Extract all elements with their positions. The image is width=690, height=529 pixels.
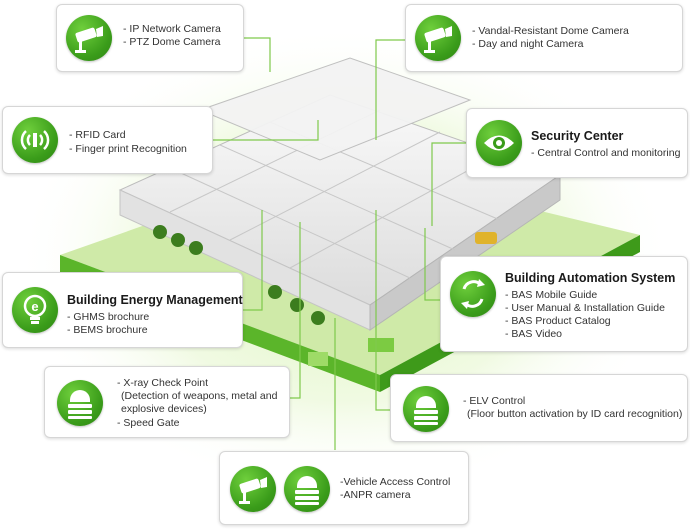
rfid-item: - RFID Card [69,129,126,141]
camera-item: - PTZ Dome Camera [123,36,221,48]
box-title: Security Center [531,129,624,143]
camera-info-box[interactable]: - IP Network Camera - PTZ Dome Camera [56,4,244,72]
rfid-item: - Finger print Recognition [69,143,187,155]
cctv-camera-icon [415,15,461,61]
rfid-signal-icon [12,117,58,163]
camera-item: - Day and night Camera [472,38,584,50]
automation-item: - User Manual & Installation Guide [505,302,665,314]
energy-bulb-icon: e [12,287,58,333]
energy-management-box[interactable]: e Building Energy Management - GHMS broc… [2,272,243,348]
xray-item: (Detection of weapons, metal and explosi… [121,390,278,415]
box-title: Building Energy Management [67,293,243,307]
energy-item: - GHMS brochure [67,311,150,323]
camera-item: - IP Network Camera [123,23,221,35]
xray-item: - Speed Gate [117,417,180,429]
automation-item: - BAS Product Catalog [505,315,611,327]
camera-item: - Vandal-Resistant Dome Camera [472,25,629,37]
vehicle-access-box[interactable]: -Vehicle Access Control -ANPR camera [219,451,469,525]
rfid-info-box[interactable]: - RFID Card - Finger print Recognition [2,106,213,174]
energy-item: - BEMS brochure [67,324,148,336]
vehicle-item: -ANPR camera [340,489,411,501]
automation-system-box[interactable]: Building Automation System - BAS Mobile … [440,256,688,352]
eye-icon [476,120,522,166]
connector-lines [213,37,466,450]
car [475,232,497,244]
elv-control-box[interactable]: - ELV Control (Floor button activation b… [390,374,688,442]
elv-item: - ELV Control [463,395,526,407]
svg-text:e: e [31,299,38,314]
cctv-camera-icon [230,466,276,512]
automation-item: - BAS Mobile Guide [505,289,598,301]
upper-floor [198,57,472,161]
elv-item: (Floor button activation by ID card reco… [467,408,683,420]
gate-icon [57,380,103,426]
security-center-box[interactable]: Security Center - Central Control and mo… [466,108,688,178]
recycle-arrows-icon [450,271,496,317]
gate-icon [284,466,330,512]
xray-item: - X-ray Check Point [117,377,209,389]
security-item: - Central Control and monitoring [531,147,681,159]
camera-info-box[interactable]: - Vandal-Resistant Dome Camera - Day and… [405,4,683,72]
gate-booth [368,338,394,352]
box-title: Building Automation System [505,271,676,285]
gate-booth [308,352,328,366]
gate-icon [403,386,449,432]
xray-checkpoint-box[interactable]: - X-ray Check Point (Detection of weapon… [44,366,290,438]
vehicle-item: -Vehicle Access Control [340,476,451,488]
automation-item: - BAS Video [505,328,563,340]
cctv-camera-icon [66,15,112,61]
